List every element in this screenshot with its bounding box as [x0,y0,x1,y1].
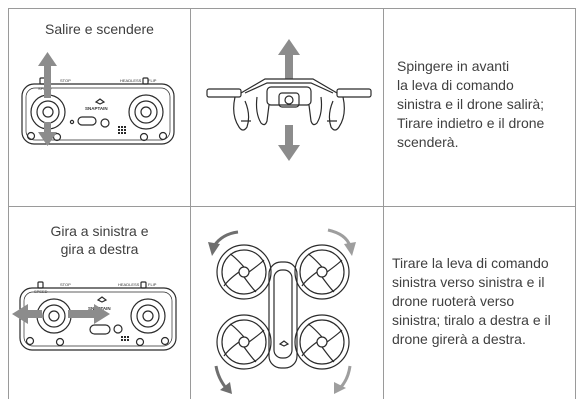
remote-controller-icon: SPEED STOP HEADLESS FLIP SNAPTAIN [21,52,175,146]
row1-desc-line: Tirare indietro e il drone [397,115,545,131]
row1-description: Spingere in avanti la leva di comando si… [397,57,572,152]
row1-caption: Salire e scendere [8,20,191,38]
remote-label-stop: STOP [60,282,71,287]
row1-desc-line: Spingere in avanti [397,58,510,74]
row1-desc-line: la leva di comando [397,77,514,93]
table-divider-2 [383,8,384,399]
row1-desc-line: scenderà. [397,134,459,150]
drone-icon [208,228,356,394]
table-border-left [8,8,9,399]
row2-caption-line: Gira a sinistra e [50,223,149,239]
table-row-divider [8,206,576,207]
remote-label-flip: FLIP [148,282,157,287]
row1-desc-line: sinistra e il drone salirà; [397,96,545,112]
row2-desc-line: Tirare la leva di comando [392,255,549,271]
remote-label-headless: HEADLESS [118,282,140,287]
row2-desc-line: drone girerà a destra. [392,331,526,347]
up-down-arrow-icon [278,39,300,161]
table-divider-1 [190,8,191,399]
row1-caption-line: Salire e scendere [45,21,154,37]
remote-label-headless: HEADLESS [120,78,142,83]
remote-brand-text: SNAPTAIN [85,106,108,111]
instruction-table [8,8,576,399]
remote-label-flip: FLIP [148,78,157,83]
table-border-right [575,8,576,399]
up-down-arrow-icon [38,52,57,146]
remote-controller-icon: SPEED STOP HEADLESS FLIP SNAPTAIN [12,281,177,351]
left-right-arrow-icon [12,304,110,324]
remote-label-stop: STOP [60,78,71,83]
row2-desc-line: drone ruoterà verso [392,293,515,309]
row2-desc-line: sinistra verso sinistra e il [392,274,545,290]
row2-caption-line: gira a destra [60,241,139,257]
drone-icon [206,39,372,161]
rotate-arrow-icon [208,228,356,394]
row2-caption: Gira a sinistra e gira a destra [8,222,191,258]
table-border-top [8,8,576,9]
row2-desc-line: sinistra; tiralo a destra e il [392,312,551,328]
row2-description: Tirare la leva di comando sinistra verso… [392,254,574,349]
remote-label-speed: SPEED [34,289,48,294]
